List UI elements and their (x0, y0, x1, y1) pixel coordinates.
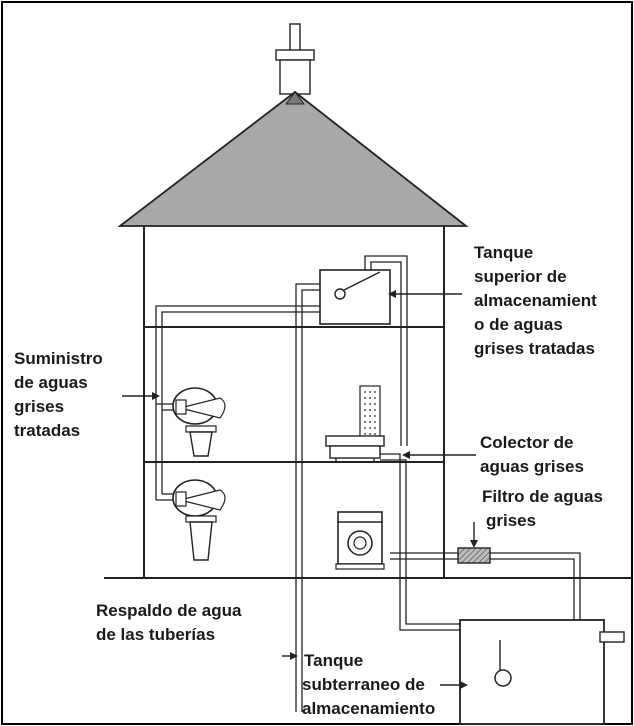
upper-storage-tank (319, 269, 391, 325)
label-underground-tank: Tanque subterraneo de almacenamiento (302, 651, 435, 718)
washing-machine (335, 511, 385, 570)
label-upper-tank-line-5: grises tratadas (474, 339, 595, 358)
house-walls (143, 226, 445, 578)
toilet-lower (172, 479, 226, 561)
label-filter-line-1: Filtro de aguas (482, 487, 603, 506)
label-supply-line-1: Suministro (14, 349, 103, 368)
label-upper-tank-line-2: superior de (474, 267, 567, 286)
label-supply-line-4: tratadas (14, 421, 80, 440)
label-supply-line-2: de aguas (14, 373, 88, 392)
underground-storage-tank (459, 619, 625, 725)
label-upper-tank-line-3: almacenamient (474, 291, 597, 310)
label-collector: Colector de aguas grises (480, 433, 584, 476)
shower-bathtub (325, 385, 385, 462)
greywater-filter (457, 547, 491, 564)
label-upper-tank-line-1: Tanque (474, 243, 533, 262)
label-backup-line-1: Respaldo de agua (96, 601, 242, 620)
label-filter: Filtro de aguas grises (482, 487, 603, 530)
label-underground-tank-line-2: subterraneo de (302, 675, 425, 694)
label-filter-line-2: grises (486, 511, 536, 530)
label-backup-line-2: de las tuberías (96, 625, 215, 644)
label-underground-tank-line-1: Tanque (304, 651, 363, 670)
label-collector-line-2: aguas grises (480, 457, 584, 476)
leader-lines (122, 290, 478, 689)
label-upper-tank-line-4: o de aguas (474, 315, 563, 334)
roof (117, 90, 469, 227)
chimney (275, 23, 315, 95)
label-backup: Respaldo de agua de las tuberías (96, 601, 242, 644)
label-supply-line-3: grises (14, 397, 64, 416)
label-underground-tank-line-3: almacenamiento (302, 699, 435, 718)
label-upper-tank: Tanque superior de almacenamient o de ag… (474, 243, 597, 358)
label-supply: Suministro de aguas grises tratadas (14, 349, 103, 440)
label-collector-line-1: Colector de (480, 433, 574, 452)
toilet-upper (172, 387, 226, 457)
